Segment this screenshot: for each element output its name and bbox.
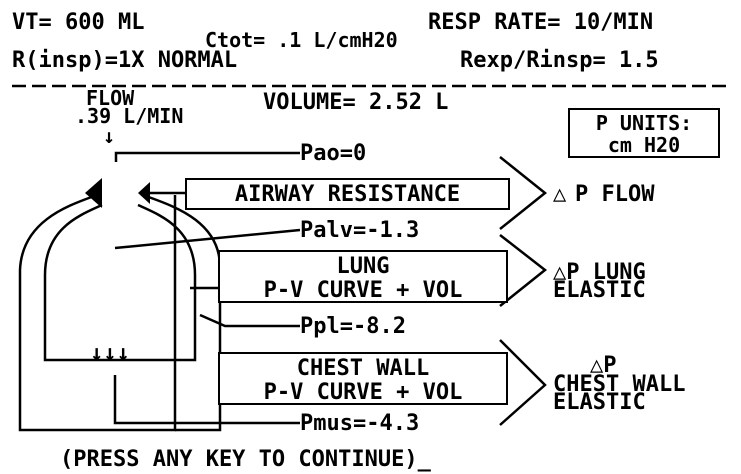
pao-value: Pao=0: [300, 143, 366, 165]
chest-wall-outer-right: [143, 195, 220, 430]
pressure-units-box: P UNITS: cm H20: [568, 108, 720, 158]
lung-label: LUNG: [220, 256, 506, 278]
p-units-line2: cm H20: [570, 135, 718, 155]
airway-left-arrowhead: [85, 178, 102, 208]
lung-outline: [45, 205, 195, 360]
volume-readout: VOLUME= 2.52 L: [263, 92, 448, 114]
triple-down-arrow-icon: ↓↓↓: [90, 343, 130, 365]
total-compliance: Ctot= .1 L/cmH20: [205, 30, 398, 50]
airway-resistance-label: AIRWAY RESISTANCE: [187, 184, 508, 206]
delta-icon: △: [553, 184, 566, 206]
chest-wall-outer: [20, 195, 175, 430]
pmus-value: Pmus=-4.3: [300, 413, 419, 435]
palv-value: Palv=-1.3: [300, 220, 419, 242]
flow-down-icon: ↓: [103, 126, 115, 146]
airway-resistance-box: AIRWAY RESISTANCE: [185, 178, 510, 210]
chest-wall-pv-label: P-V CURVE + VOL: [220, 382, 506, 404]
lung-pv-label: P-V CURVE + VOL: [220, 280, 506, 302]
resp-rate: RESP RATE= 10/MIN: [428, 12, 653, 34]
ppl-value: Ppl=-8.2: [300, 316, 406, 338]
chest-wall-label: CHEST WALL: [220, 358, 506, 380]
chest-wall-pv-box: CHEST WALL P-V CURVE + VOL: [218, 352, 508, 405]
resistance-ratio: Rexp/Rinsp= 1.5: [460, 50, 659, 72]
chest-wall-elastic: ELASTIC: [553, 392, 646, 414]
lung-pv-box: LUNG P-V CURVE + VOL: [218, 250, 508, 303]
lung-elastic: ELASTIC: [553, 280, 646, 302]
ppl-leader: [200, 315, 300, 326]
airway-right-arrowhead: [138, 182, 150, 204]
continue-prompt[interactable]: (PRESS ANY KEY TO CONTINUE)_: [60, 449, 431, 471]
pao-leader: [116, 153, 300, 162]
insp-resistance: R(insp)=1X NORMAL: [12, 50, 237, 72]
p-units-line1: P UNITS:: [570, 113, 718, 133]
flow-value: .39 L/MIN: [75, 106, 183, 126]
delta-p-flow: P FLOW: [575, 184, 654, 206]
tidal-volume: VT= 600 ML: [12, 12, 144, 34]
